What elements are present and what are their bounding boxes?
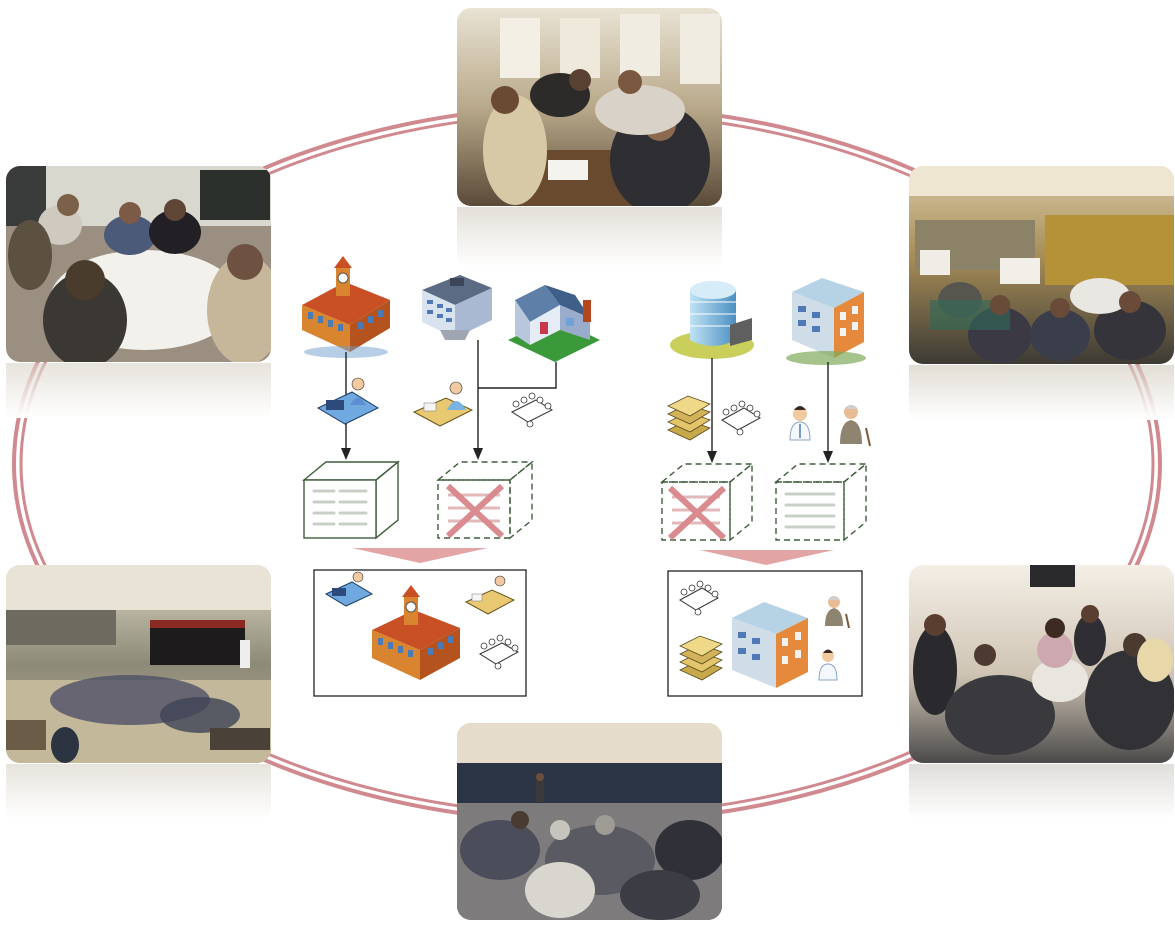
photo-lower-right-reflection <box>909 764 1174 819</box>
merge-arrow <box>352 548 488 563</box>
photo-upper-left-reflection <box>6 363 271 418</box>
person-at-desk-icon <box>464 575 516 615</box>
person-at-computer-icon <box>316 377 380 425</box>
photo-upper-right <box>909 166 1174 364</box>
cross-mark <box>667 485 727 541</box>
house-icon <box>508 285 600 362</box>
arrow-head <box>473 448 483 460</box>
person-at-computer-icon <box>324 571 374 607</box>
arrow-head <box>707 451 717 463</box>
tower-building-icon <box>670 281 754 359</box>
apartment-building-icon <box>786 278 866 365</box>
arrow-head <box>341 448 351 460</box>
solid-box <box>302 460 400 540</box>
photo-upper-right-reflection <box>909 365 1174 420</box>
documents-stack-icon <box>679 635 723 681</box>
school-building-icon <box>302 256 390 358</box>
meeting-table-icon <box>721 400 761 436</box>
left-result-box <box>313 569 527 697</box>
left-group <box>302 256 600 697</box>
elderly-person-icon <box>825 596 850 629</box>
photo-lower-left-reflection <box>6 764 271 819</box>
dashed-box-crossed <box>436 460 534 540</box>
photo-upper-left <box>6 166 271 362</box>
box-faint-lines <box>784 492 836 529</box>
meeting-table-icon <box>510 392 554 428</box>
right-result-box <box>667 570 863 697</box>
person-at-desk-icon <box>412 381 474 427</box>
elderly-person-icon <box>840 405 871 447</box>
dashed-box <box>774 462 868 542</box>
documents-stack-icon <box>667 395 711 441</box>
meeting-table-icon <box>478 634 520 670</box>
photo-lower-left <box>6 565 271 763</box>
cross-mark <box>445 483 505 539</box>
dashed-box-crossed <box>660 462 754 542</box>
left-connectors <box>345 340 557 452</box>
meeting-table-icon <box>679 580 719 616</box>
photo-top <box>457 8 722 206</box>
doctor-icon <box>818 649 838 681</box>
apartment-building-icon <box>732 602 808 688</box>
photo-bottom <box>457 723 722 920</box>
right-connectors <box>711 358 829 455</box>
photo-lower-right <box>909 565 1174 763</box>
right-group <box>660 278 871 697</box>
office-building-icon <box>422 275 492 340</box>
doctor-icon <box>789 406 811 441</box>
school-building-icon <box>372 585 460 680</box>
photo-top-reflection <box>457 207 722 267</box>
merge-arrow <box>700 550 834 565</box>
arrow-head <box>823 451 833 463</box>
